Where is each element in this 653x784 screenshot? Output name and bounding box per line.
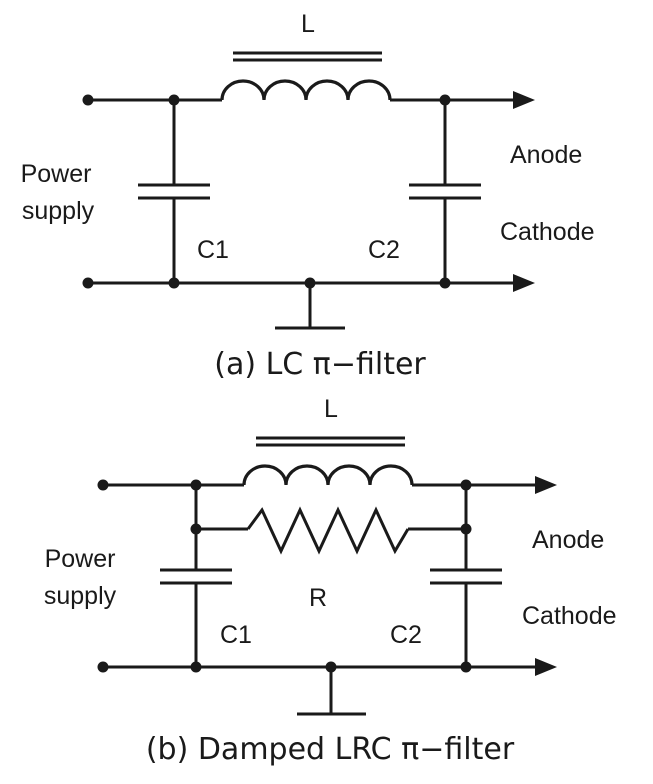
junction-node bbox=[439, 94, 451, 106]
junction-node bbox=[168, 94, 180, 106]
cathode-arrow bbox=[513, 274, 535, 292]
anode-arrow bbox=[535, 476, 557, 494]
power-supply-label-line2: supply bbox=[44, 582, 117, 610]
cathode-arrow bbox=[535, 658, 557, 676]
junction-node bbox=[460, 661, 472, 673]
junction-node bbox=[304, 277, 316, 289]
c1-label: C1 bbox=[220, 621, 252, 649]
diagram-b-damped-lrc-pi-filter: L R Power supply C1 C2 Anode Cathode (b)… bbox=[44, 395, 617, 767]
terminal-node bbox=[97, 661, 109, 673]
junction-node bbox=[460, 523, 472, 535]
c2-label: C2 bbox=[390, 621, 422, 649]
diagram-a-lc-pi-filter: L Power supply C1 C2 Anode Cathode (a) L… bbox=[21, 10, 595, 382]
terminal-node bbox=[97, 479, 109, 491]
cathode-label: Cathode bbox=[522, 602, 617, 630]
junction-node bbox=[190, 523, 202, 535]
junction-node bbox=[168, 277, 180, 289]
inductor-coil bbox=[242, 464, 414, 486]
anode-label: Anode bbox=[510, 141, 582, 169]
power-supply-label-line1: Power bbox=[21, 160, 92, 188]
caption-b: (b) Damped LRC π−filter bbox=[146, 732, 515, 767]
junction-node bbox=[460, 479, 472, 491]
power-supply-label-line2: supply bbox=[22, 197, 95, 225]
inductor-coil bbox=[220, 79, 392, 101]
resistor bbox=[246, 506, 410, 555]
anode-label: Anode bbox=[532, 526, 604, 554]
junction-node bbox=[439, 277, 451, 289]
inductor-label: L bbox=[301, 10, 315, 38]
junction-node bbox=[190, 661, 202, 673]
inductor-label: L bbox=[324, 395, 338, 423]
c1-label: C1 bbox=[197, 236, 229, 264]
power-supply-label-line1: Power bbox=[45, 545, 116, 573]
resistor-label: R bbox=[309, 584, 327, 612]
c2-label: C2 bbox=[368, 236, 400, 264]
junction-node bbox=[325, 661, 337, 673]
terminal-node bbox=[82, 94, 94, 106]
anode-arrow bbox=[513, 91, 535, 109]
caption-a: (a) LC π−filter bbox=[214, 347, 426, 382]
cathode-label: Cathode bbox=[500, 218, 595, 246]
terminal-node bbox=[82, 277, 94, 289]
junction-node bbox=[190, 479, 202, 491]
